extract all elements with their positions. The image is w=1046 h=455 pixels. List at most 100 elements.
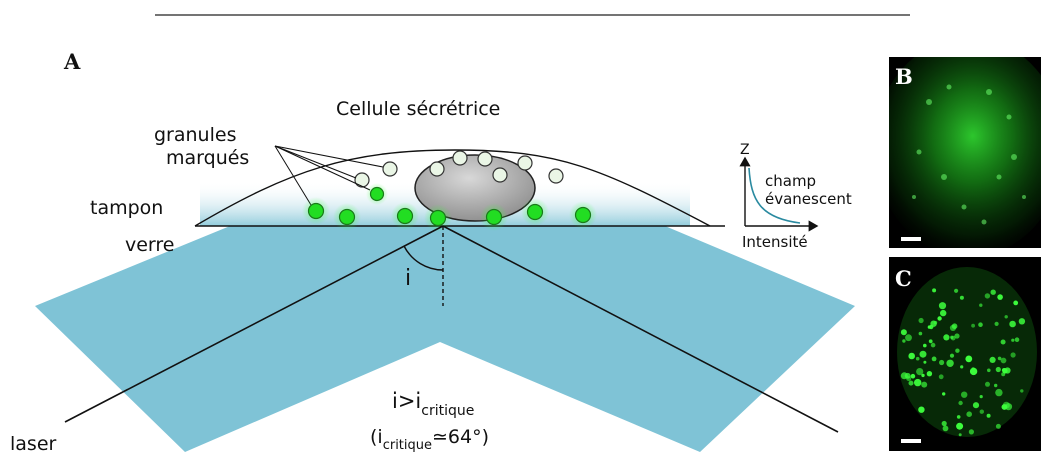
critical-sub: critique <box>383 438 432 453</box>
laser-label: laser <box>10 433 57 455</box>
fluorescent-granule <box>972 402 980 409</box>
granule-pointers <box>274 145 384 206</box>
fluorescent-granule <box>938 374 944 380</box>
fluorescent-granule <box>915 356 920 361</box>
critical-rest: ≃64°) <box>432 426 489 448</box>
panel-label-b: B <box>895 64 913 89</box>
fluorescent-granule <box>959 295 964 300</box>
fluorescent-granule <box>1009 320 1016 328</box>
pale-granule <box>517 155 533 171</box>
fluorescent-granule <box>997 294 1003 300</box>
angle-arc <box>403 245 444 271</box>
bright-granule <box>574 206 592 224</box>
fluorescent-granule <box>1011 338 1015 342</box>
angle-label: i <box>405 266 411 291</box>
fluorescent-granule <box>937 316 942 321</box>
pale-granule <box>477 151 493 167</box>
pale-granule <box>354 172 370 188</box>
condition-lhs: i>i <box>392 389 421 413</box>
fluorescent-granule <box>994 383 998 388</box>
laser-incident <box>64 225 444 423</box>
fluorescent-granule <box>939 359 945 366</box>
micrograph-c-image: C <box>889 257 1041 451</box>
fluorescent-granule <box>906 376 912 382</box>
fluorescent-granule <box>918 406 925 413</box>
fluorescent-granule <box>979 395 983 399</box>
bright-granules <box>302 183 597 232</box>
fluorescent-granule <box>1018 318 1026 325</box>
fluorescent-granule <box>985 381 990 387</box>
fluorescent-granule <box>1010 352 1016 358</box>
fluorescent-granule <box>994 321 999 326</box>
fluorescent-granule <box>958 400 963 406</box>
fluorescent-granule <box>905 334 912 342</box>
fluorescent-granule <box>995 423 1001 429</box>
bright-granule <box>338 208 356 226</box>
pale-granules <box>354 150 564 188</box>
fluorescent-granule <box>918 317 924 324</box>
fluorescent-granule <box>956 422 964 430</box>
fluorescent-granule <box>971 367 975 371</box>
fluorescent-granule <box>979 303 983 307</box>
fluorescent-granule <box>942 425 949 432</box>
evanescent-inset: Z champ évanescent Intensité <box>739 142 852 251</box>
pale-granule <box>452 150 468 166</box>
fluorescent-granule <box>1001 404 1008 410</box>
fluorescent-granule <box>942 392 946 396</box>
fluorescent-granule <box>927 325 932 329</box>
fluorescent-granule <box>965 355 973 363</box>
micrograph-b: B <box>889 57 1041 248</box>
glass-slide <box>35 226 855 452</box>
fluorescent-granule <box>918 331 923 336</box>
fluorescent-granule <box>916 368 924 376</box>
fluorescent-granule <box>921 381 928 388</box>
bright-granule <box>485 208 503 226</box>
fluorescent-granule <box>961 391 968 398</box>
panel-label-c: C <box>895 266 912 291</box>
fluorescent-granule <box>949 353 955 358</box>
fluorescent-granule <box>995 388 1003 397</box>
granules-label-line1: granules <box>154 124 236 146</box>
evanescent-curve <box>748 167 801 224</box>
pale-granule <box>492 167 508 183</box>
inset-curve-label-2: évanescent <box>765 190 852 208</box>
fluorescent-granule <box>978 322 983 327</box>
fluorescent-granule <box>908 380 914 386</box>
fluorescent-granule <box>990 289 996 295</box>
fluorescent-granule <box>1001 368 1007 373</box>
fluorescent-granule <box>900 329 907 336</box>
pale-granule <box>548 168 564 184</box>
fluorescent-granule <box>984 293 991 299</box>
fluorescent-granule <box>989 356 996 363</box>
fluorescent-granule <box>931 356 937 362</box>
fluorescent-granule <box>926 371 933 377</box>
fluorescent-granule <box>932 288 937 293</box>
fluorescent-granule <box>943 334 950 341</box>
fluorescent-granule <box>954 333 960 339</box>
condition-sub: critique <box>421 403 474 419</box>
fluorescent-granule <box>949 324 957 331</box>
granules-label-line2: marqués <box>166 147 249 169</box>
micrograph-c: C <box>889 257 1041 451</box>
fluorescent-granule <box>919 350 927 358</box>
fluorescent-granule <box>940 309 947 317</box>
cell-outline <box>194 149 711 227</box>
pale-granule <box>429 161 445 177</box>
fluorescent-granule <box>1013 300 1019 306</box>
fluorescent-granule <box>1014 337 1020 342</box>
fluorescent-granule <box>908 352 915 360</box>
cell-title: Cellule sécrétrice <box>336 98 500 120</box>
pale-granule <box>382 161 398 177</box>
critical-angle-text: (icritique≃64°) <box>370 426 489 453</box>
fluorescent-granule <box>902 339 906 343</box>
fluorescent-granule <box>954 288 959 293</box>
panel-label-a: A <box>63 49 81 74</box>
fluorescent-granule <box>995 366 1001 373</box>
fluorescent-granule <box>914 378 922 387</box>
bright-granule <box>396 207 414 225</box>
fluorescent-granule <box>928 339 933 344</box>
fluorescent-granule <box>933 320 938 325</box>
inset-curve-label-1: champ <box>765 172 816 190</box>
fluorescent-granule <box>1000 357 1007 364</box>
